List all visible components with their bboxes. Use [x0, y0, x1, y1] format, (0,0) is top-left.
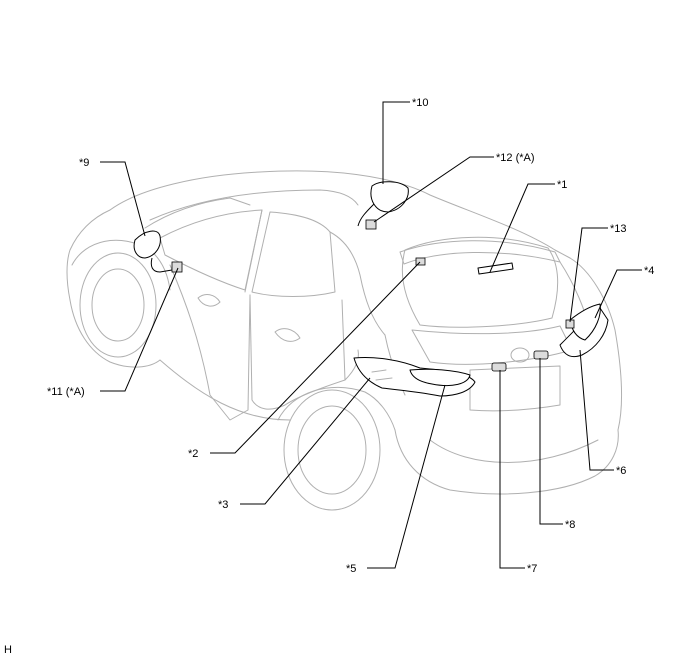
- leader-10: [382, 101, 410, 184]
- roof-side-edge: [149, 189, 359, 221]
- connector-part-11: [171, 261, 183, 273]
- callout-label-4: *4: [644, 265, 654, 277]
- inner-rear-view-mirror: [370, 181, 409, 213]
- callout-label-9: *9: [79, 157, 89, 169]
- rear-light-left-detail-1: [371, 369, 387, 373]
- vehicle-outline: [66, 170, 623, 511]
- callout-label-6: *6: [616, 465, 626, 477]
- rear-emblem: [510, 347, 530, 363]
- tailgate-light-right: [569, 303, 601, 341]
- callout-labels: *1 *2 *3 *4 *5 *6 *7 *8 *9 *10 *11 (*A) …: [47, 97, 654, 575]
- callout-label-13: *13: [610, 223, 627, 235]
- tailgate-light-left: [409, 368, 471, 387]
- hood-outline: [66, 209, 111, 301]
- callout-label-3: *3: [218, 499, 228, 511]
- mirror-harness: [150, 257, 173, 273]
- rear-quarter: [344, 349, 359, 381]
- leader-5: [367, 384, 446, 569]
- connector-part-2: [415, 257, 426, 266]
- license-plate-light-right: [533, 350, 549, 360]
- callout-label-2: *2: [188, 448, 198, 460]
- side-sill: [159, 359, 291, 421]
- high-mount-stop-light: [477, 262, 514, 275]
- rear-side-window: [251, 211, 336, 297]
- leader-9: [100, 161, 146, 237]
- rear-window: [401, 236, 559, 328]
- corner-mark: H: [4, 644, 12, 656]
- leader-11: [100, 267, 179, 392]
- rear-right-quarter: [569, 257, 623, 431]
- outer-mirror: [133, 230, 161, 259]
- rear-wheel-arch: [277, 386, 396, 431]
- components: [133, 181, 609, 397]
- license-plate-light-left: [491, 362, 507, 372]
- leader-lines: [100, 101, 642, 569]
- front-wheel-inner: [91, 268, 145, 342]
- rear-door-handle: [274, 328, 301, 342]
- leader-8: [539, 358, 563, 525]
- c-pillar: [329, 231, 386, 336]
- rear-bumper-lower: [429, 439, 599, 463]
- rear-wheel-inner: [297, 405, 367, 495]
- callout-label-12: *12 (*A): [496, 152, 535, 164]
- license-plate-area: [469, 365, 561, 412]
- a-pillar: [144, 197, 251, 229]
- roof-outline: [109, 170, 571, 259]
- leader-13: [569, 227, 608, 323]
- leader-6: [579, 349, 614, 471]
- front-wheel-outer: [79, 252, 157, 358]
- rear-door: [249, 294, 346, 410]
- callout-label-1: *1: [557, 179, 567, 191]
- callout-label-5: *5: [346, 563, 356, 575]
- leader-4: [594, 269, 642, 319]
- callout-label-10: *10: [412, 97, 429, 109]
- b-pillar: [244, 209, 263, 293]
- front-door-handle: [197, 294, 221, 307]
- leader-3: [240, 377, 371, 505]
- callout-label-11: *11 (*A): [47, 386, 85, 398]
- inner-mirror-harness: [357, 203, 375, 227]
- leader-1: [489, 183, 555, 273]
- callout-label-7: *7: [527, 563, 537, 575]
- leader-12: [373, 156, 494, 223]
- callout-label-8: *8: [565, 519, 575, 531]
- leader-2: [210, 261, 421, 454]
- rear-bumper: [394, 429, 619, 495]
- front-bumper: [69, 299, 161, 368]
- connector-part-12: [365, 219, 377, 230]
- rear-wheel-outer: [283, 389, 381, 511]
- leader-7: [499, 370, 525, 569]
- rear-light-left-detail-2: [375, 377, 393, 381]
- tailgate: [411, 325, 573, 365]
